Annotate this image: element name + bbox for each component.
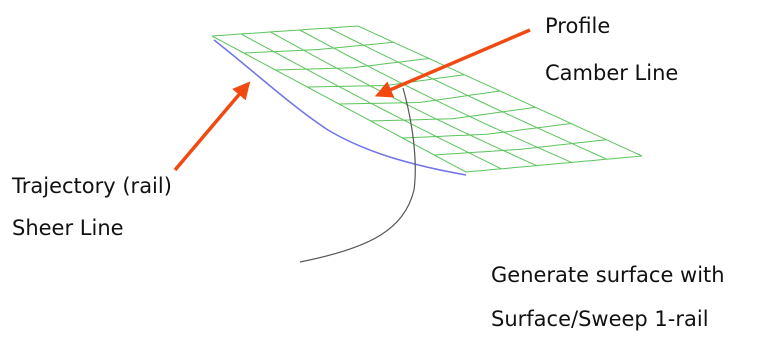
mesh-longitudinal-line (270, 31, 537, 167)
mesh-longitudinal-line (299, 29, 572, 163)
mesh-longitudinal-line (357, 25, 643, 157)
sheer-line-label: Sheer Line (12, 216, 124, 240)
mesh-section-line (402, 123, 572, 139)
mesh-longitudinal-line (328, 27, 608, 160)
camber-line-label: Camber Line (545, 61, 679, 85)
mesh-section-line (370, 106, 536, 122)
swept-surface-mesh (211, 25, 643, 173)
mesh-section-line (275, 58, 430, 71)
sheer-line-rail (213, 39, 467, 176)
trajectory-label: Trajectory (rail) (12, 174, 172, 198)
mesh-section-line (465, 155, 643, 173)
arrow-to-sheer-line (173, 81, 251, 172)
profile-camber-curve (299, 87, 416, 263)
mesh-section-line (338, 90, 501, 105)
generate-surface-label: Generate surface with (491, 263, 725, 287)
arrow-to-camber-line (374, 28, 531, 98)
profile-label: Profile (545, 14, 611, 38)
mesh-section-line (243, 41, 394, 54)
mesh-section-line (211, 25, 359, 37)
mesh-longitudinal-line (211, 35, 467, 173)
mesh-section-line (307, 74, 465, 88)
mesh-section-line (434, 139, 607, 156)
sweep-command-label: Surface/Sweep 1-rail (491, 307, 709, 331)
mesh-longitudinal-line (240, 33, 502, 170)
